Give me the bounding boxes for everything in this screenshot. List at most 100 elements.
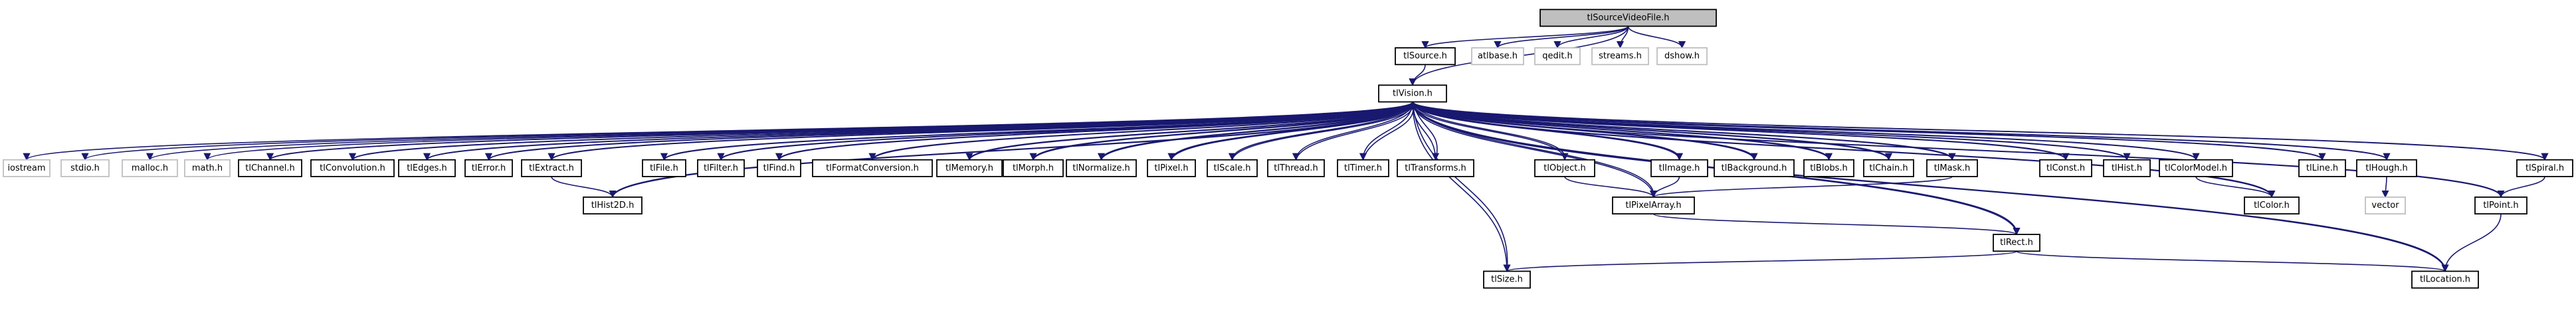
- edge-tlrect-to-tlsize: [1503, 250, 2017, 272]
- edge-tlhist-to-tlvision: [1411, 101, 2128, 161]
- node-box: [2411, 270, 2479, 289]
- node-tlsource-h[interactable]: tlSource.h: [1395, 47, 1456, 66]
- node-box: [2516, 159, 2573, 177]
- node-box: [1993, 234, 2040, 252]
- node-box: [122, 159, 178, 177]
- node-tlspiral-h[interactable]: tlSpiral.h: [2516, 159, 2573, 177]
- node-tlconst-h[interactable]: tlConst.h: [2039, 159, 2092, 177]
- node-tlline-h[interactable]: tlLine.h: [2298, 159, 2346, 177]
- node-box: [310, 159, 395, 177]
- edge-tlfind-to-tlvision: [778, 101, 1418, 161]
- node-dshow-h: dshow.h: [1656, 47, 1708, 66]
- node-box: [936, 159, 1003, 177]
- node-label: tlHist.h: [2112, 163, 2142, 173]
- node-tlscale-h[interactable]: tlScale.h: [1207, 159, 1258, 177]
- node-tlformatconversion-h[interactable]: tlFormatConversion.h: [812, 159, 933, 177]
- node-label: vector: [2371, 201, 2399, 210]
- node-label: tlMemory.h: [945, 163, 993, 173]
- node-box: [1378, 84, 1447, 103]
- edge-tllocation-to-tlvision: [1409, 101, 2446, 272]
- node-label: math.h: [192, 163, 223, 173]
- node-label: dshow.h: [1664, 51, 1700, 61]
- node-box: [2298, 159, 2346, 177]
- node-label: malloc.h: [132, 163, 168, 173]
- node-tlpixel-h[interactable]: tlPixel.h: [1147, 159, 1196, 177]
- node-tlcolormodel-h[interactable]: tlColorModel.h: [2159, 159, 2233, 177]
- node-tlpoint-h[interactable]: tlPoint.h: [2474, 197, 2527, 215]
- node-tlvision-h[interactable]: tlVision.h: [1378, 84, 1447, 103]
- node-tlobject-h[interactable]: tlObject.h: [1534, 159, 1595, 177]
- node-tlbackground-h[interactable]: tlBackground.h: [1714, 159, 1795, 177]
- node-tltimer-h[interactable]: tlTimer.h: [1337, 159, 1389, 177]
- node-tlchannel-h[interactable]: tlChannel.h: [238, 159, 302, 177]
- node-label: tlPoint.h: [2483, 201, 2518, 210]
- node-label: tlColor.h: [2254, 201, 2290, 210]
- node-tlhough-h[interactable]: tlHough.h: [2356, 159, 2417, 177]
- node-label: tlSource.h: [1403, 51, 1447, 61]
- edge-tlcolor-to-tlvision: [1410, 101, 2272, 198]
- edge-tlpixel-to-tlvision: [1171, 101, 1419, 161]
- node-tlextract-h[interactable]: tlExtract.h: [521, 159, 582, 177]
- node-box: [464, 159, 513, 177]
- node-label: tlConvolution.h: [320, 163, 385, 173]
- edge-tlhist2d-to-tlvision: [612, 101, 1418, 198]
- edge-tlextract-to-tlhist2d: [551, 176, 617, 199]
- node-box: [398, 159, 456, 177]
- node-stdio-h: stdio.h: [60, 159, 110, 177]
- node-tlconvolution-h[interactable]: tlConvolution.h: [310, 159, 395, 177]
- edge-tlmask-to-tlpixelarray: [1650, 176, 1953, 199]
- node-tlrect-h[interactable]: tlRect.h: [1993, 234, 2040, 252]
- node-tledges-h[interactable]: tlEdges.h: [398, 159, 456, 177]
- node-label: tlMask.h: [1934, 163, 1971, 173]
- node-math-h: math.h: [184, 159, 231, 177]
- node-box: [1395, 47, 1456, 66]
- edge-tlhough-to-vector: [2381, 176, 2389, 199]
- node-tlmorph-h[interactable]: tlMorph.h: [1003, 159, 1064, 177]
- edge-tltimer-to-tlvision: [1362, 101, 1419, 160]
- node-label: tlFile.h: [650, 163, 678, 173]
- edge-tlvision-to-tlsize: [1412, 102, 1511, 272]
- node-label: tlRect.h: [2000, 238, 2033, 248]
- node-tlfind-h[interactable]: tlFind.h: [757, 159, 801, 177]
- node-tlmemory-h[interactable]: tlMemory.h: [936, 159, 1003, 177]
- node-tlsourcevideofile-h[interactable]: tlSourceVideoFile.h: [1539, 9, 1717, 27]
- node-box: [642, 159, 686, 177]
- node-tlchain-h[interactable]: tlChain.h: [1863, 159, 1914, 177]
- node-label: tlEdges.h: [407, 163, 447, 173]
- node-label: tlImage.h: [1659, 163, 1700, 173]
- node-label: streams.h: [1599, 51, 1642, 61]
- node-atlbase-h: atlbase.h: [1471, 47, 1524, 66]
- node-label: tlHough.h: [2365, 163, 2408, 173]
- node-box: [1397, 159, 1474, 177]
- node-tlthread-h[interactable]: tlThread.h: [1267, 159, 1325, 177]
- node-tlhist-h[interactable]: tlHist.h: [2103, 159, 2151, 177]
- node-tlblobs-h[interactable]: tlBlobs.h: [1803, 159, 1854, 177]
- node-tlfile-h[interactable]: tlFile.h: [642, 159, 686, 177]
- node-tllocation-h[interactable]: tlLocation.h: [2411, 270, 2479, 289]
- node-tltransforms-h[interactable]: tlTransforms.h: [1397, 159, 1474, 177]
- node-tlhist2d-h[interactable]: tlHist2D.h: [583, 197, 643, 215]
- edge-tlmemory-to-tlvision: [969, 101, 1418, 161]
- node-box: [2474, 197, 2527, 215]
- node-label: tlPixel.h: [1154, 163, 1188, 173]
- edge-tlextract-to-tlvision: [551, 101, 1418, 161]
- edge-tlblobs-to-tlvision: [1411, 101, 1830, 160]
- node-tlfilter-h[interactable]: tlFilter.h: [697, 159, 745, 177]
- node-tlpixelarray-h[interactable]: tlPixelArray.h: [1612, 197, 1695, 215]
- node-label: tlTransforms.h: [1405, 163, 1466, 173]
- node-tlmask-h[interactable]: tlMask.h: [1926, 159, 1978, 177]
- edge-tlpoint-to-tllocation: [2441, 214, 2502, 272]
- node-tlimage-h[interactable]: tlImage.h: [1650, 159, 1708, 177]
- node-tlerror-h[interactable]: tlError.h: [464, 159, 513, 177]
- node-box: [1612, 197, 1695, 215]
- node-box: [812, 159, 933, 177]
- node-box: [184, 159, 231, 177]
- edge-tlcolormodel-to-tlcolor: [2195, 176, 2276, 199]
- node-tlsize-h[interactable]: tlSize.h: [1483, 270, 1531, 289]
- node-box: [2365, 197, 2406, 215]
- node-tlcolor-h[interactable]: tlColor.h: [2244, 197, 2300, 215]
- node-tlnormalize-h[interactable]: tlNormalize.h: [1066, 159, 1137, 177]
- node-box: [1147, 159, 1196, 177]
- edge-tlsource-to-tlvision: [1409, 64, 1426, 86]
